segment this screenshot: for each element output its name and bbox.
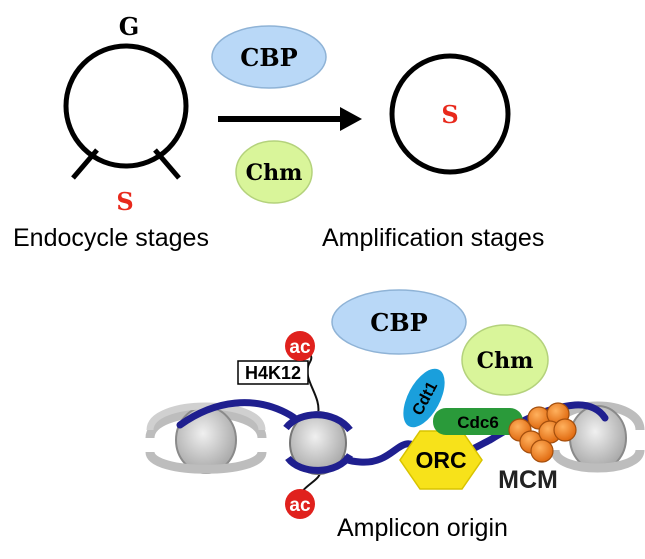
endocycle-diagram: G S Endocycle stages [13, 12, 209, 252]
h4k12-mark: H4K12 [237, 360, 309, 385]
s-phase-label: S [116, 187, 133, 216]
ac-bottom-label: ac [289, 495, 311, 516]
endocycle-caption: Endocycle stages [13, 224, 209, 252]
ac-top-label: ac [289, 337, 311, 358]
chm-label: Chm [246, 160, 303, 186]
amplicon-origin-diagram: H4K12 ac ac CBP Chm ORC Cd [145, 289, 645, 542]
bottom-chm-label: Chm [477, 348, 534, 374]
mcm-complex: MCM [498, 402, 577, 494]
s-phase-tick-right [153, 148, 181, 180]
mcm-label: MCM [498, 466, 558, 494]
cbp-label: CBP [240, 43, 297, 72]
acetyl-badge-bottom: ac [285, 489, 315, 519]
amplification-diagram: S Amplification stages [322, 53, 544, 252]
acetyl-badge-top: ac [285, 331, 315, 361]
cdc6-label: Cdc6 [457, 413, 499, 432]
s-phase-tick-left [71, 148, 99, 180]
bottom-cbp-label: CBP [370, 308, 427, 337]
bottom-chm-bubble: Chm [461, 324, 549, 396]
chm-ellipse [235, 140, 313, 204]
arrow-head [340, 107, 362, 131]
nucleosome-center [283, 351, 353, 499]
cdc6-protein: Cdc6 [433, 408, 523, 435]
bottom-cbp-bubble: CBP [331, 289, 467, 355]
orc-label: ORC [415, 447, 466, 473]
orc-complex: ORC [399, 430, 483, 490]
amplification-circle [389, 53, 511, 175]
endocycle-circle [63, 43, 189, 169]
top-cbp-bubble: CBP [211, 25, 327, 89]
g-phase-label: G [119, 12, 140, 41]
amplification-caption: Amplification stages [322, 224, 544, 252]
cdc6-shape [433, 408, 523, 435]
amplification-s-label: S [441, 100, 458, 129]
cdt1-shape [403, 368, 445, 428]
nucleosome-left [145, 402, 267, 474]
amplicon-origin-caption: Amplicon origin [337, 514, 508, 542]
transition-arrow [218, 107, 362, 131]
h4k12-label: H4K12 [245, 363, 301, 383]
top-chm-bubble: Chm [235, 140, 313, 204]
cbp-ellipse [211, 25, 327, 89]
h4k12-box [237, 360, 309, 385]
